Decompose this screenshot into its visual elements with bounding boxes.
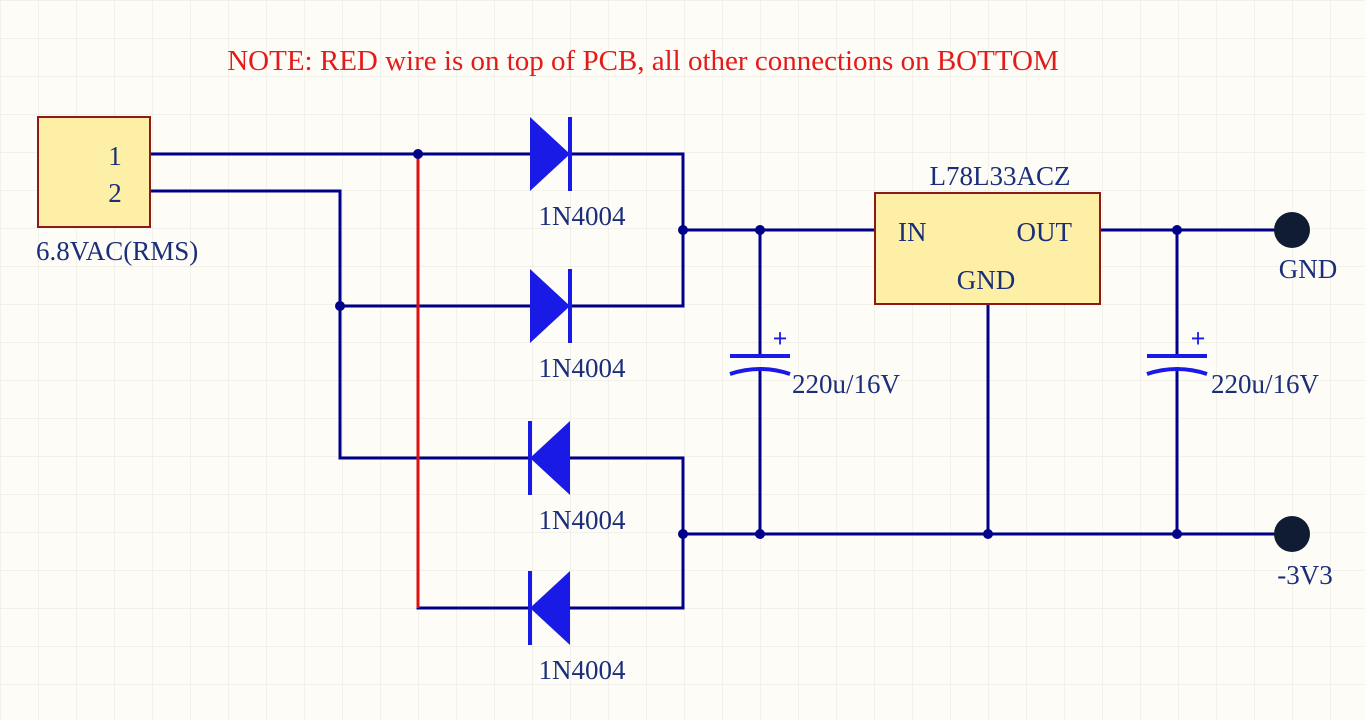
connector-body: [37, 116, 151, 228]
capacitor-1-label: 220u/16V: [792, 369, 901, 399]
connector-pin1-label: 1: [108, 141, 122, 171]
regulator-gnd-label: GND: [957, 265, 1016, 295]
terminal-top: GND: [1274, 212, 1337, 284]
junction-dot: [983, 529, 993, 539]
wire-pin2: [148, 189, 532, 460]
voltage-regulator: L78L33ACZ IN OUT GND: [874, 161, 1101, 305]
junction-dot: [755, 529, 765, 539]
regulator-out-label: OUT: [1017, 217, 1073, 247]
diode-4-label: 1N4004: [539, 655, 626, 685]
diode-triangle: [530, 421, 570, 495]
terminal-bottom-label: -3V3: [1277, 560, 1333, 590]
junction-dot: [335, 301, 345, 311]
capacitor-2: + 220u/16V: [1146, 324, 1320, 399]
wire-d4-anode: [568, 532, 685, 610]
junctions: [335, 149, 1182, 539]
capacitor-1-polarity: +: [773, 324, 788, 353]
diode-4: 1N4004: [528, 571, 626, 685]
connector: 1 2 6.8VAC(RMS): [36, 116, 198, 266]
pcb-note: NOTE: RED wire is on top of PCB, all oth…: [227, 45, 1059, 77]
terminal-pad: [1274, 212, 1310, 248]
diode-triangle: [530, 269, 570, 343]
diode-triangle: [530, 117, 570, 191]
capacitor-1: + 220u/16V: [729, 324, 901, 399]
diode-2-label: 1N4004: [539, 353, 626, 383]
diode-2: 1N4004: [530, 269, 626, 383]
wire-d2-cathode: [568, 228, 685, 308]
terminal-top-label: GND: [1279, 254, 1338, 284]
junction-dot: [1172, 529, 1182, 539]
terminal-bottom: -3V3: [1274, 516, 1333, 590]
junction-dot: [678, 225, 688, 235]
connector-pin2-label: 2: [108, 178, 122, 208]
wire-d1-cathode: [568, 152, 685, 232]
diode-3-label: 1N4004: [539, 505, 626, 535]
wire-d3-anode: [568, 456, 685, 536]
diode-1: 1N4004: [530, 117, 626, 231]
diode-3: 1N4004: [528, 421, 626, 535]
capacitor-2-label: 220u/16V: [1211, 369, 1320, 399]
diode-1-label: 1N4004: [539, 201, 626, 231]
regulator-in-label: IN: [898, 217, 927, 247]
junction-dot: [1172, 225, 1182, 235]
wires: [148, 152, 1294, 610]
terminal-pad: [1274, 516, 1310, 552]
junction-dot: [678, 529, 688, 539]
diode-triangle: [530, 571, 570, 645]
capacitor-plate-bottom: [1146, 367, 1208, 376]
junction-dot: [413, 149, 423, 159]
junction-dot: [755, 225, 765, 235]
connector-voltage-label: 6.8VAC(RMS): [36, 236, 198, 266]
regulator-body: [874, 192, 1101, 305]
capacitor-2-polarity: +: [1191, 324, 1206, 353]
regulator-name: L78L33ACZ: [930, 161, 1071, 191]
capacitor-plate-bottom: [729, 367, 791, 376]
